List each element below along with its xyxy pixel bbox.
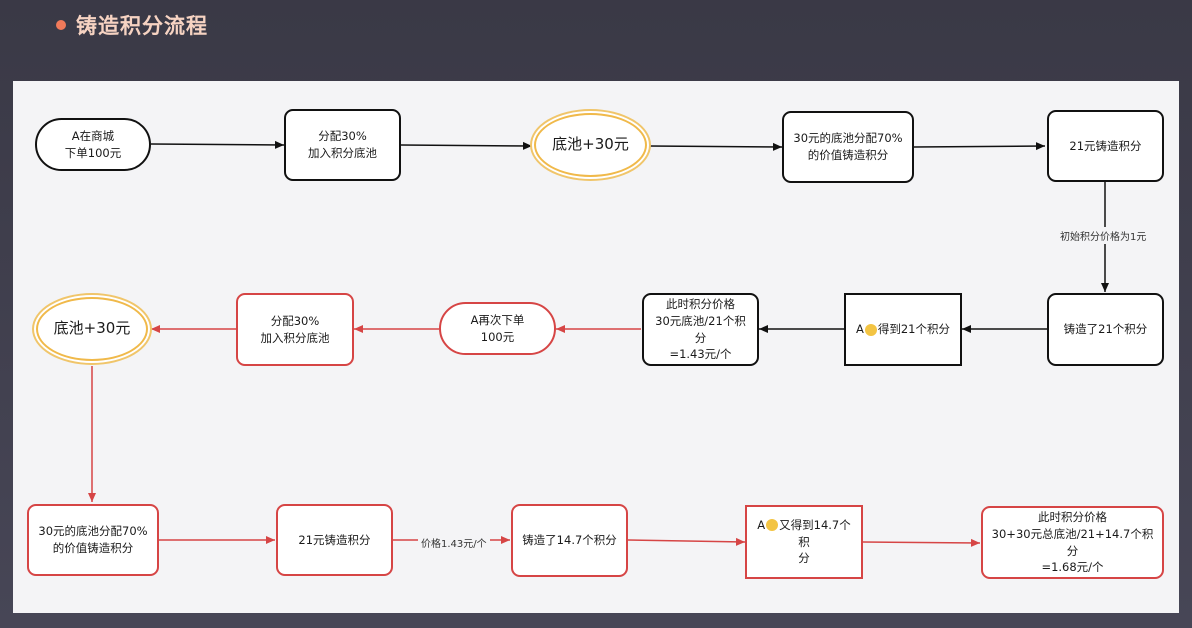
node-allocate-30: 分配30% 加入积分底池 xyxy=(284,109,401,181)
node-price-143: 此时积分价格 30元底池/21个积分 =1.43元/个 xyxy=(642,293,759,366)
node-mint-21: 21元铸造积分 xyxy=(1047,110,1164,182)
edge-get2-price2 xyxy=(862,538,981,547)
edge-minted2-get2 xyxy=(627,537,746,546)
node-a-gets-21-text: 得到21个积分 xyxy=(877,322,950,337)
node-a-gets-14-7-text: 又得到14.7个积 分 xyxy=(779,517,851,566)
grinning-face-icon xyxy=(864,323,877,336)
node-a-gets-14-7-prefix: A xyxy=(757,517,766,532)
node-mint-value-b: 30元的底池分配70% 的价值铸造积分 xyxy=(27,504,159,576)
node-a-reorders: A再次下单 100元 xyxy=(439,302,556,355)
node-minted-14-7: 铸造了14.7个积分 xyxy=(511,504,628,577)
node-a-orders: A在商城 下单100元 xyxy=(35,118,151,171)
node-a-gets-14-7: A 又得到14.7个积 分 xyxy=(745,505,863,579)
edge-pool-mintvalue xyxy=(648,142,783,151)
node-pool-plus-30-b: 底池+30元 xyxy=(36,297,148,361)
node-price-168: 此时积分价格 30+30元总底池/21+14.7个积分 =1.68元/个 xyxy=(981,506,1164,579)
node-pool-plus-30: 底池+30元 xyxy=(534,113,647,177)
title-bar: 铸造积分流程 xyxy=(56,10,208,40)
node-mint-value: 30元的底池分配70% 的价值铸造积分 xyxy=(782,111,914,183)
node-minted-21: 铸造了21个积分 xyxy=(1047,293,1164,366)
edge-label-price-143: 价格1.43元/个 xyxy=(418,534,490,551)
edge-mintvalue-mint21 xyxy=(913,142,1046,151)
grinning-face-icon xyxy=(766,518,779,531)
node-a-gets-21-prefix: A xyxy=(855,322,864,337)
flowchart-canvas: 初始积分价格为1元 价格1.43元/个 A在商城 下单100元 分配30% 加入… xyxy=(13,81,1179,613)
edge-alloc-pool xyxy=(400,141,533,150)
node-mint-21-b: 21元铸造积分 xyxy=(276,504,393,576)
edge-label-init-price: 初始积分价格为1元 xyxy=(1057,227,1150,244)
node-allocate-30-b: 分配30% 加入积分底池 xyxy=(236,293,354,366)
bullet-dot-icon xyxy=(56,20,66,30)
edge-order-alloc xyxy=(150,140,285,149)
node-a-gets-21: A 得到21个积分 xyxy=(844,293,962,366)
page-title: 铸造积分流程 xyxy=(76,14,208,38)
